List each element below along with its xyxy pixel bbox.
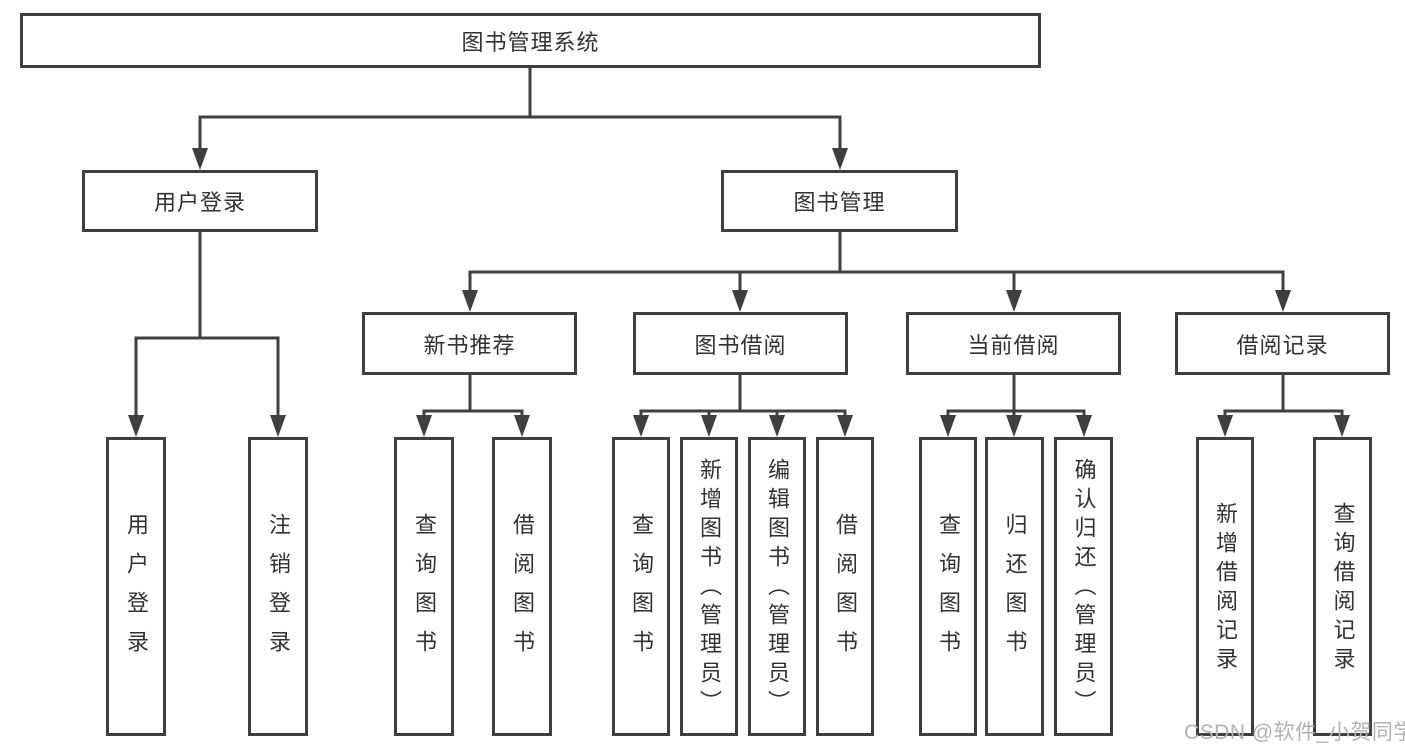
leaf-confirm-return-admin-label: 确认归还（管理员） [1071,458,1097,719]
leaf-add-borrow-record-label: 新增借阅记录 [1213,501,1238,676]
user-login-label: 用户登录 [153,190,246,215]
leaf-query-borrow-record-label: 查询借阅记录 [1330,501,1356,676]
user-login-box: 用户登录 [82,170,318,232]
leaf-return-books-label: 归还图书 [1002,513,1028,669]
new-book-recommend-box: 新书推荐 [362,312,577,375]
leaf-query-borrow-record: 查询借阅记录 [1313,437,1372,736]
leaf-return-books: 归还图书 [985,437,1044,736]
leaf-query-books-2: 查询图书 [612,437,670,736]
leaf-query-books-1-label: 查询图书 [412,513,437,669]
leaf-query-books-3-label: 查询图书 [936,513,961,669]
leaf-confirm-return-admin: 确认归还（管理员） [1054,437,1113,736]
book-management-box: 图书管理 [721,170,958,232]
leaf-user-login: 用户登录 [106,437,166,736]
leaf-logout: 注销登录 [248,437,308,736]
leaf-query-books-1: 查询图书 [394,437,454,736]
leaf-add-borrow-record: 新增借阅记录 [1196,437,1254,736]
current-borrowing-box: 当前借阅 [906,312,1121,375]
current-borrowing-label: 当前借阅 [967,332,1060,358]
leaf-borrow-books-1: 借阅图书 [492,437,552,736]
leaf-logout-label: 注销登录 [266,513,291,669]
root-label: 图书管理系统 [461,29,600,55]
book-borrowing-box: 图书借阅 [633,312,848,375]
leaf-edit-books-admin-label: 编辑图书（管理员） [765,458,790,719]
leaf-edit-books-admin: 编辑图书（管理员） [748,437,806,736]
leaf-borrow-books-2-label: 借阅图书 [833,513,858,669]
root-box: 图书管理系统 [20,13,1041,68]
leaf-add-books-admin-label: 新增图书（管理员） [697,458,722,719]
leaf-borrow-books-2: 借阅图书 [816,437,874,736]
leaf-query-books-3: 查询图书 [919,437,977,736]
leaf-borrow-books-1-label: 借阅图书 [510,513,535,669]
leaf-user-login-label: 用户登录 [124,513,149,669]
book-borrowing-label: 图书借阅 [694,332,787,358]
leaf-add-books-admin: 新增图书（管理员） [680,437,738,736]
borrow-records-box: 借阅记录 [1175,312,1390,375]
book-management-label: 图书管理 [793,190,886,215]
csdn-watermark: CSDN @软件_小贺同学 [1184,721,1405,744]
new-book-recommend-label: 新书推荐 [423,332,516,358]
leaf-query-books-2-label: 查询图书 [629,513,654,669]
borrow-records-label: 借阅记录 [1236,332,1329,358]
